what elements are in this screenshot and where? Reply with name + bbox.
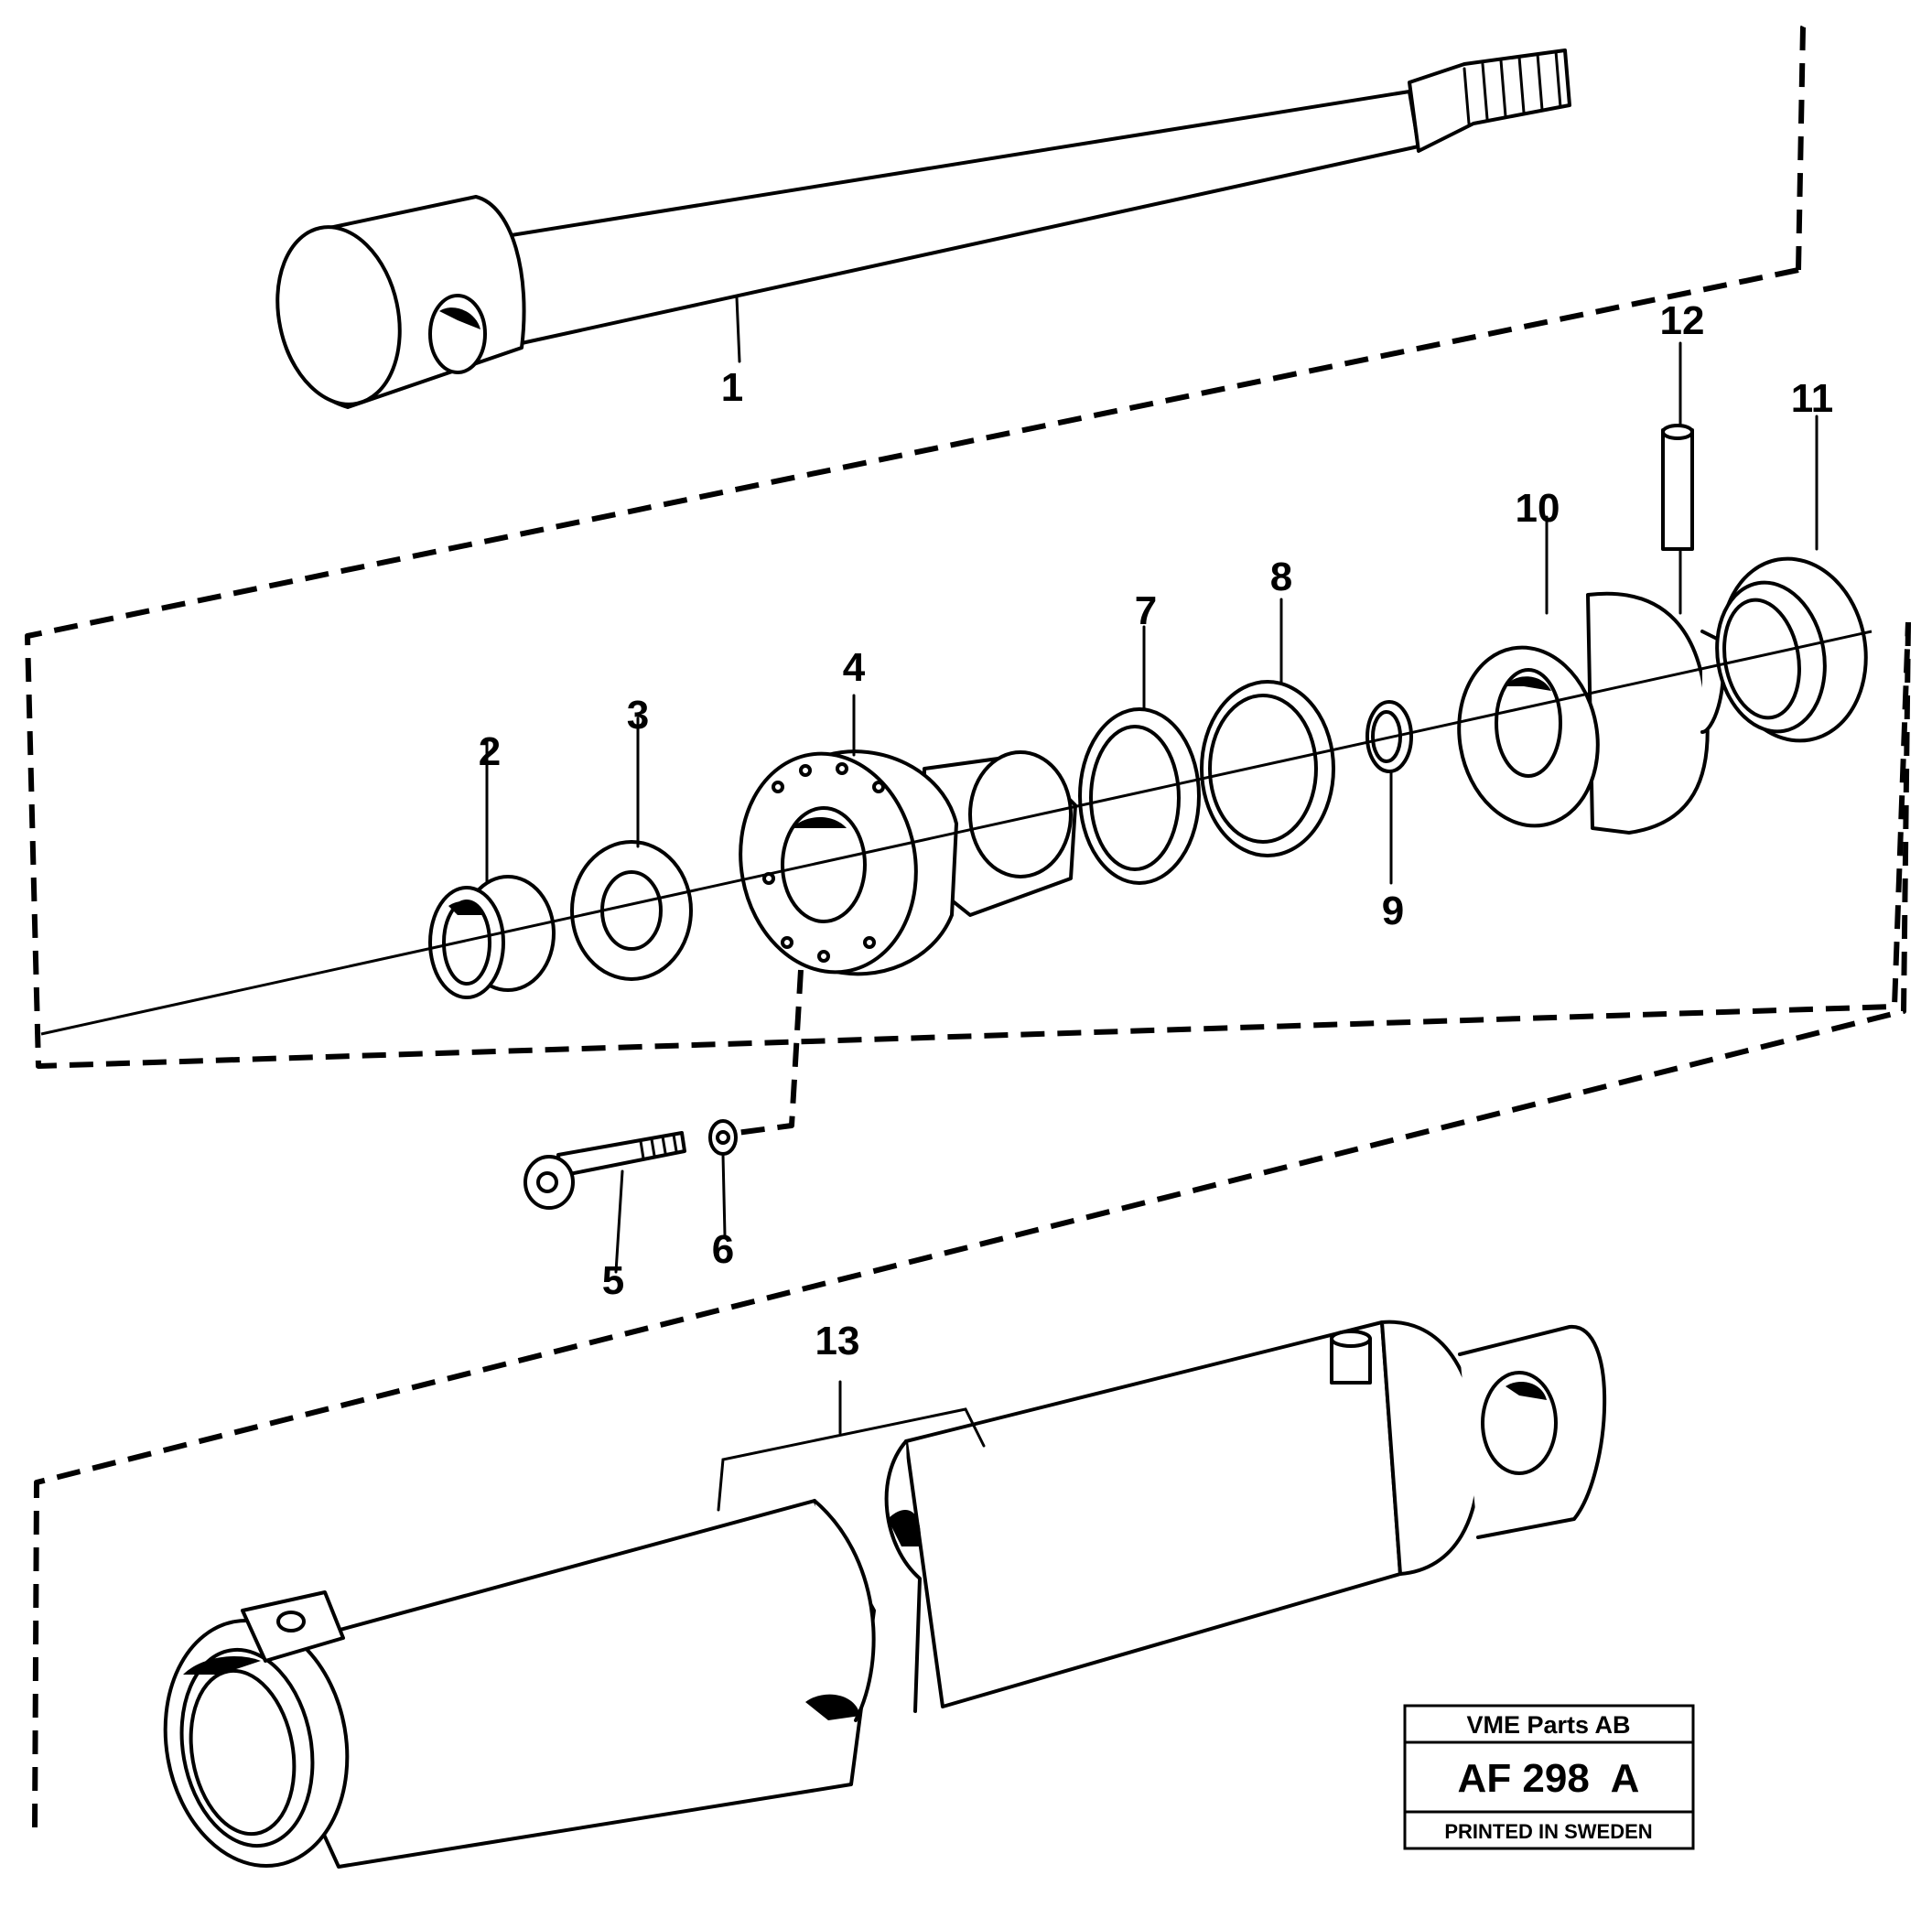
small-seal: [1365, 700, 1413, 885]
callout-9: 9: [1382, 889, 1404, 933]
callout-labels: 1 2 3 4 5 6 7 8 9 10 11 12 13: [479, 298, 1834, 1363]
o-ring: [1200, 598, 1335, 857]
callout-2: 2: [479, 729, 501, 774]
callout-7: 7: [1135, 588, 1157, 633]
washer: [708, 1119, 738, 1237]
title-block: VME Parts AB AF 298 A PRINTED IN SWEDEN: [1403, 1704, 1695, 1850]
wiper-ring: [428, 738, 556, 999]
seal-ring: [570, 717, 693, 981]
callout-8: 8: [1270, 555, 1292, 599]
callout-3: 3: [627, 693, 649, 738]
cylinder-tube: [163, 1320, 1607, 1869]
cylinder-head: [739, 694, 1077, 976]
guide-pin: [1661, 341, 1694, 615]
bolt: [523, 1131, 686, 1274]
assembly-outline: [25, 16, 1911, 1831]
title-block-printed: PRINTED IN SWEDEN: [1444, 1820, 1652, 1843]
callout-13: 13: [815, 1319, 860, 1363]
piston-rod: [275, 48, 1571, 409]
assembly-axis: [40, 630, 1873, 1036]
piston-seal: [1715, 415, 1868, 743]
callout-6: 6: [712, 1227, 734, 1272]
callout-5: 5: [602, 1258, 624, 1303]
title-block-company: VME Parts AB: [1466, 1711, 1630, 1739]
title-block-code: AF 298 A: [1458, 1756, 1640, 1801]
callout-11: 11: [1791, 376, 1834, 421]
callout-10: 10: [1516, 486, 1560, 531]
guide-ring: [1078, 625, 1201, 885]
piston: [1457, 515, 1725, 835]
callout-1: 1: [721, 365, 743, 410]
callout-12: 12: [1660, 298, 1705, 343]
callout-4: 4: [843, 645, 866, 690]
